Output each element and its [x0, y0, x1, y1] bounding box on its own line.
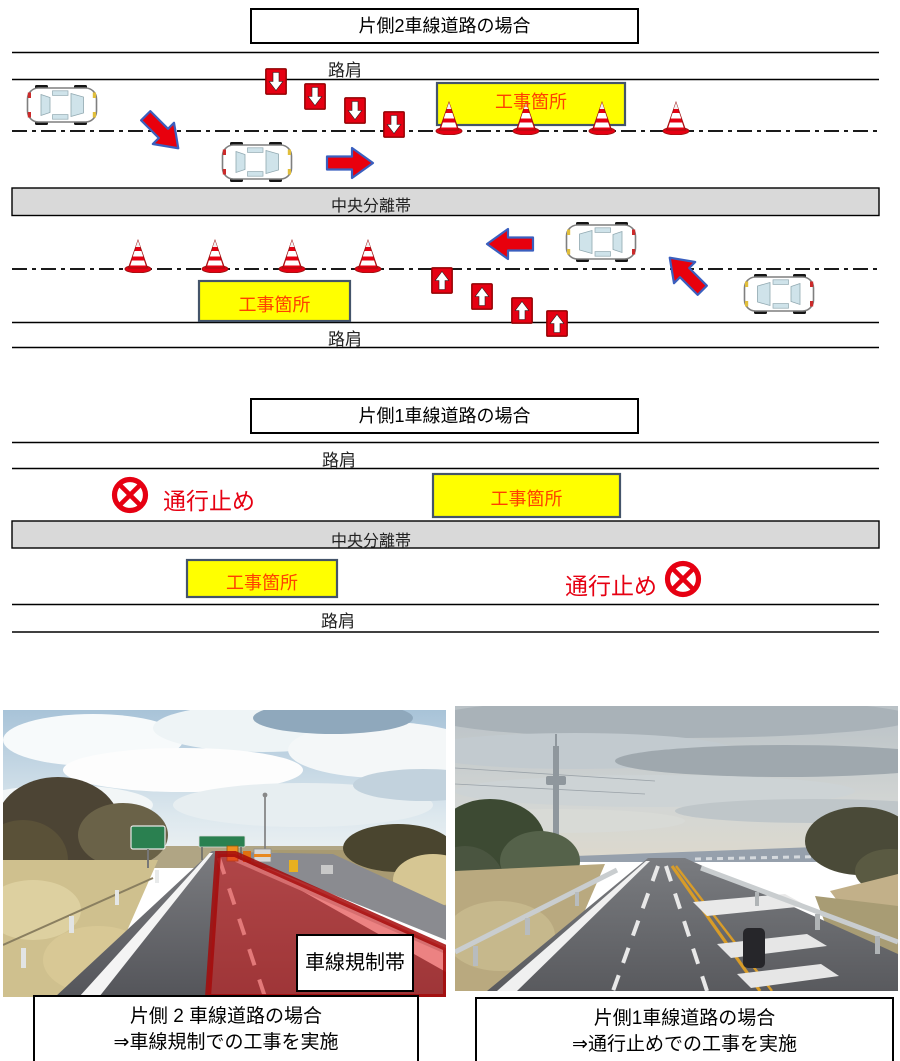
work-zone-box — [431, 472, 622, 519]
arrow-board-icon — [344, 97, 366, 124]
caption-one-lane: 片側1車線道路の場合 ⇒通行止めでの工事を実施 — [475, 997, 894, 1061]
highway-sign — [130, 792, 268, 868]
work-zone-box — [197, 279, 352, 323]
two-lane-title: 片側2車線道路の場合 — [250, 8, 639, 44]
car-icon — [26, 85, 98, 125]
shoulder-label: 路肩 — [328, 330, 362, 349]
pavement-marking — [737, 964, 839, 988]
communication-tower — [546, 734, 566, 861]
one-lane-title: 片側1車線道路の場合 — [250, 398, 639, 434]
median-label: 中央分離帯 — [330, 198, 411, 215]
schematic-diagrams-svg — [11, 51, 880, 633]
flow-arrow-icon — [140, 110, 180, 150]
flow-arrow-icon — [325, 146, 375, 180]
traffic-cone-icon — [124, 240, 152, 273]
traffic-cone-icon — [354, 240, 382, 273]
arrow-board-icon — [546, 310, 568, 337]
arrow-board-icon — [511, 297, 533, 324]
road-closed-icon — [664, 560, 702, 598]
road-surface — [487, 858, 898, 991]
roadside-object — [743, 928, 765, 968]
traffic-cone-icon — [278, 240, 306, 273]
caption-line: ⇒車線規制での工事を実施 — [113, 1032, 339, 1053]
caption-line: ⇒通行止めでの工事を実施 — [572, 1034, 797, 1055]
arrow-board-icon — [383, 111, 405, 138]
shoulder-label: 路肩 — [322, 451, 356, 470]
work-zone-box — [185, 558, 339, 599]
caption-line: 片側1車線道路の場合 — [593, 1008, 776, 1029]
caption-two-lane: 片側 2 車線道路の場合 ⇒車線規制での工事を実施 — [33, 995, 419, 1061]
arrow-board-icon — [304, 83, 326, 110]
yellow-line — [675, 865, 773, 991]
arrow-board-icon — [431, 267, 453, 294]
work-zone-label: 工事箇所 — [490, 489, 563, 509]
yellow-line — [670, 865, 762, 991]
one-lane-diagram — [11, 441, 880, 633]
traffic-cone-icon — [201, 240, 229, 273]
traffic-cone-icon — [662, 102, 690, 135]
guardrail — [455, 865, 898, 966]
two-lane-diagram — [11, 51, 880, 349]
shoulder-label: 路肩 — [321, 612, 355, 631]
shoulder-label: 路肩 — [328, 61, 362, 80]
car-icon — [565, 222, 637, 262]
median-strip — [11, 187, 880, 217]
caption-line: 片側 2 車線道路の場合 — [129, 1006, 323, 1027]
road-closed-label: 通行止め — [163, 488, 255, 514]
road-closed-label: 通行止め — [565, 573, 657, 599]
work-zone-label: 工事箇所 — [495, 92, 567, 112]
median-strip — [11, 520, 880, 549]
car-icon — [221, 142, 293, 182]
flow-arrow-icon — [668, 256, 708, 296]
lane-regulation-label: 車線規制帯 — [296, 934, 414, 992]
car-icon — [743, 274, 815, 314]
median-label: 中央分離帯 — [330, 533, 411, 550]
photo-one-lane-closure — [455, 706, 898, 991]
lane-markings — [497, 861, 839, 991]
road-closed-icon — [111, 476, 149, 514]
power-line — [455, 783, 646, 795]
opposing-roadway — [239, 852, 446, 940]
flow-arrow-icon — [485, 227, 535, 261]
arrow-board-icon — [471, 283, 493, 310]
work-zone-label: 工事箇所 — [226, 573, 298, 593]
work-zone-label: 工事箇所 — [238, 295, 311, 315]
